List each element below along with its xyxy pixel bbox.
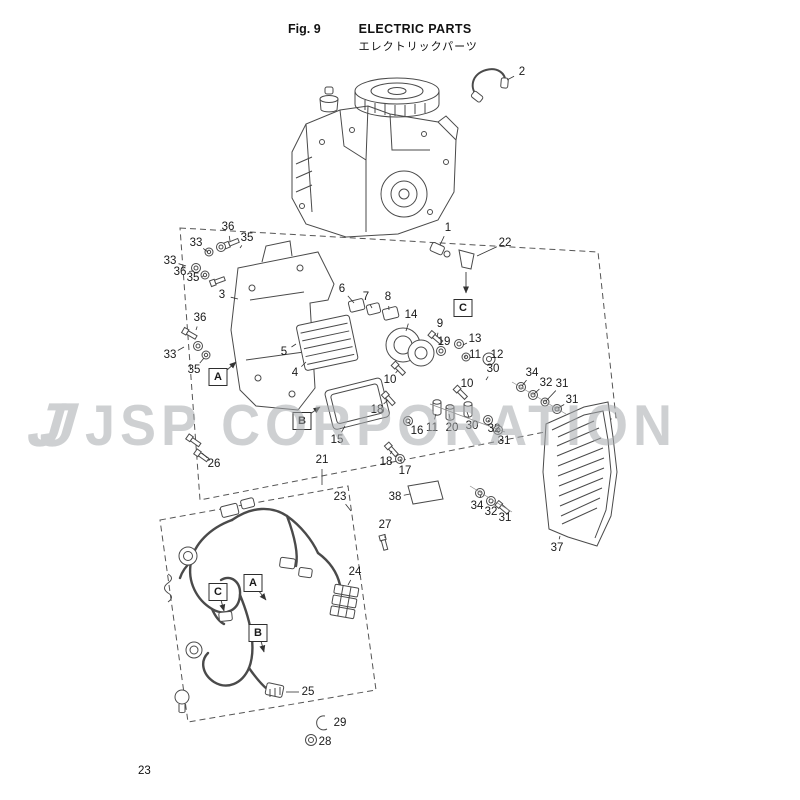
part-number-label: 26 (207, 458, 221, 470)
part-number-label: 35 (186, 272, 200, 284)
part-number-label: 20 (445, 422, 459, 434)
part-number-label: 31 (565, 394, 579, 406)
part-number-label: 31 (555, 378, 569, 390)
part-number-label: 19 (437, 336, 451, 348)
part-number-label: 33 (163, 255, 177, 267)
fastener-row-upper-right (511, 381, 567, 415)
part-number-label: 3 (218, 289, 226, 301)
part-number-label: 18 (370, 404, 384, 416)
part-number-label: 36 (221, 221, 235, 233)
reference-box-a: A (243, 574, 263, 592)
harness-connectors (164, 497, 390, 746)
part-number-label: 33 (189, 237, 203, 249)
part-number-label: 10 (460, 378, 474, 390)
part-number-label: 37 (550, 542, 564, 554)
reference-box-c: C (208, 583, 228, 601)
part-number-label: 36 (173, 266, 187, 278)
part-number-label: 12 (490, 349, 504, 361)
part-number-label: 30 (486, 363, 500, 375)
reference-box-c: C (453, 299, 473, 317)
fastener-row-lower-right (469, 485, 513, 516)
dashed-region-harness (159, 485, 377, 723)
part-number-label: 9 (436, 318, 444, 330)
part-number-label: 27 (378, 519, 392, 531)
part-number-label: 1 (444, 222, 452, 234)
reference-box-b: B (292, 412, 312, 430)
part-number-label: 29 (333, 717, 347, 729)
part-number-label: 35 (187, 364, 201, 376)
page-number: 23 (138, 765, 151, 777)
part-number-label: 21 (315, 454, 329, 466)
part-number-label: 36 (193, 312, 207, 324)
reference-box-a: A (208, 368, 228, 386)
part-number-label: 32 (487, 423, 501, 435)
engine-illustration (291, 77, 459, 238)
leader-lines (177, 75, 565, 693)
figure-title-en: ELECTRIC PARTS (358, 22, 472, 36)
wiring-harness-illustration (178, 507, 342, 691)
part-number-label: 11 (469, 349, 481, 361)
part-number-label: 31 (498, 512, 512, 524)
part-number-label: 4 (291, 367, 299, 379)
part-number-label: 31 (497, 435, 511, 447)
sensor-and-elbow-illustration (429, 242, 475, 294)
part-number-label: 7 (362, 291, 370, 303)
part-number-label: 13 (468, 333, 482, 345)
part-number-label: 17 (398, 465, 412, 477)
part-number-label: 18 (379, 456, 393, 468)
label-plate-illustration (407, 480, 444, 505)
part-number-label: 34 (470, 500, 484, 512)
part-number-label: 11 (426, 422, 438, 434)
lead-wire-illustration (470, 68, 509, 103)
part-number-label: 38 (388, 491, 402, 503)
part-number-label: 2 (518, 66, 526, 78)
part-number-label: 30 (465, 420, 479, 432)
part-number-label: 33 (163, 349, 177, 361)
fastener-cluster-middle (380, 330, 506, 464)
part-number-label: 23 (333, 491, 347, 503)
part-number-label: 25 (301, 686, 315, 698)
part-number-label: 28 (318, 736, 332, 748)
part-number-label: 16 (410, 425, 424, 437)
part-number-label: 35 (240, 232, 254, 244)
part-number-label: 32 (539, 377, 553, 389)
part-number-label: 24 (348, 566, 362, 578)
figure-title-jp: エレクトリックパーツ (358, 41, 478, 53)
part-number-label: 22 (498, 237, 512, 249)
title-block: Fig. 9 ELECTRIC PARTS エレクトリックパーツ (288, 22, 478, 54)
part-number-label: 32 (484, 506, 498, 518)
part-number-label: 14 (404, 309, 418, 321)
dashed-region-main (179, 227, 617, 501)
reference-box-b: B (248, 624, 268, 642)
figure-number: Fig. 9 (288, 22, 321, 36)
part-number-label: 15 (330, 434, 344, 446)
part-number-label: 34 (525, 367, 539, 379)
part-number-label: 8 (384, 291, 392, 303)
side-cover-illustration (542, 401, 618, 547)
part-number-label: 5 (280, 346, 288, 358)
part-number-label: 10 (383, 374, 397, 386)
part-number-label: 6 (338, 283, 346, 295)
